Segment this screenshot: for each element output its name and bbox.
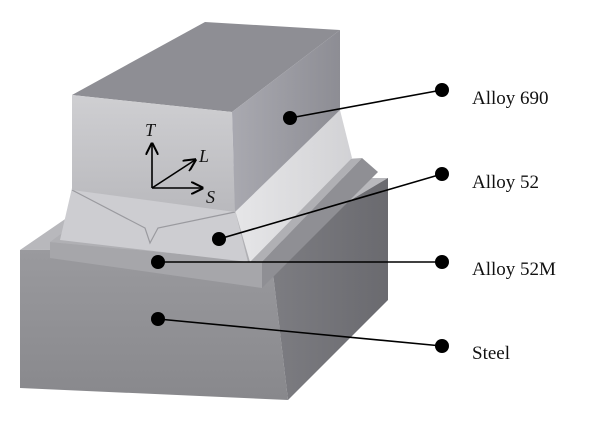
axis-l-label: L — [198, 146, 209, 166]
leader-dot-end — [435, 339, 449, 353]
callouts: Alloy 690 Alloy 52 Alloy 52M Steel — [151, 83, 556, 364]
leader-dot-start — [212, 232, 226, 246]
alloy-52-fusion-line — [71, 189, 236, 245]
orientation-axes: T L S — [145, 120, 215, 207]
leader-dot-end — [435, 167, 449, 181]
leader-line — [157, 318, 443, 347]
label-alloy-690: Alloy 690 — [472, 88, 549, 109]
leader-dot-end — [435, 255, 449, 269]
alloy-52m-side-face — [262, 158, 378, 288]
callout-steel: Steel — [151, 312, 510, 364]
callout-alloy-690: Alloy 690 — [283, 83, 549, 125]
label-steel: Steel — [472, 343, 510, 364]
label-alloy-52m: Alloy 52M — [472, 259, 556, 280]
alloy-52-side-face — [235, 110, 352, 262]
alloy-690-top-face — [72, 22, 340, 112]
leader-dot-end — [435, 83, 449, 97]
leader-dot-start — [151, 312, 165, 326]
leader-line — [289, 89, 443, 119]
leader-line — [218, 173, 443, 240]
axis-t-label: T — [145, 120, 157, 140]
callout-alloy-52: Alloy 52 — [212, 167, 539, 246]
callout-alloy-52m: Alloy 52M — [151, 255, 556, 280]
axis-l-arrow — [151, 160, 195, 189]
leader-dot-start — [151, 255, 165, 269]
leader-dot-start — [283, 111, 297, 125]
axis-s-label: S — [206, 187, 215, 207]
label-alloy-52: Alloy 52 — [472, 172, 539, 193]
